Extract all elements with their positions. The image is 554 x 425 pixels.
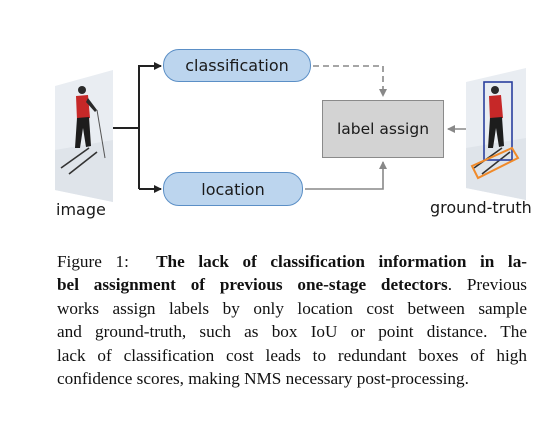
- ground-truth-image: [466, 68, 526, 200]
- caption-prefix: Figure 1:: [57, 252, 129, 271]
- caption-line-3: works assign labels by only location cos…: [57, 298, 527, 318]
- ground-truth-label: ground-truth: [430, 198, 532, 217]
- image-label: image: [56, 200, 106, 219]
- caption-line-4: and ground-truth, such as box IoU or poi…: [57, 322, 527, 342]
- caption-bold-part2: bel assignment of previous one-stage det…: [57, 275, 448, 295]
- dashed-arrow-classification-to-assign: [313, 65, 387, 97]
- arrow-location-to-assign: [305, 161, 387, 190]
- classification-node: classification: [163, 49, 311, 82]
- caption-bold-part1: The lack of classification information i…: [156, 252, 528, 271]
- figure-diagram: classification location label assign ima…: [55, 49, 532, 219]
- location-node: location: [163, 172, 303, 206]
- label-assign-label: label assign: [336, 120, 430, 138]
- caption-line-5: lack of classification cost leads to red…: [57, 345, 527, 365]
- diagram-connectors: [113, 62, 466, 193]
- caption-line2-tail: . Previous: [447, 275, 527, 295]
- input-skier-image: [55, 70, 113, 202]
- location-label: location: [201, 179, 265, 199]
- caption-line-2: bel assignment of previous one-stage det…: [57, 273, 527, 296]
- figure-caption: Figure 1: The lack of classification inf…: [57, 250, 527, 390]
- caption-line-1: Figure 1: The lack of classification inf…: [57, 250, 527, 273]
- label-assign-node: label assign: [322, 100, 444, 158]
- caption-line-6: confidence scores, making NMS necessary …: [57, 369, 469, 389]
- classification-label: classification: [185, 56, 289, 75]
